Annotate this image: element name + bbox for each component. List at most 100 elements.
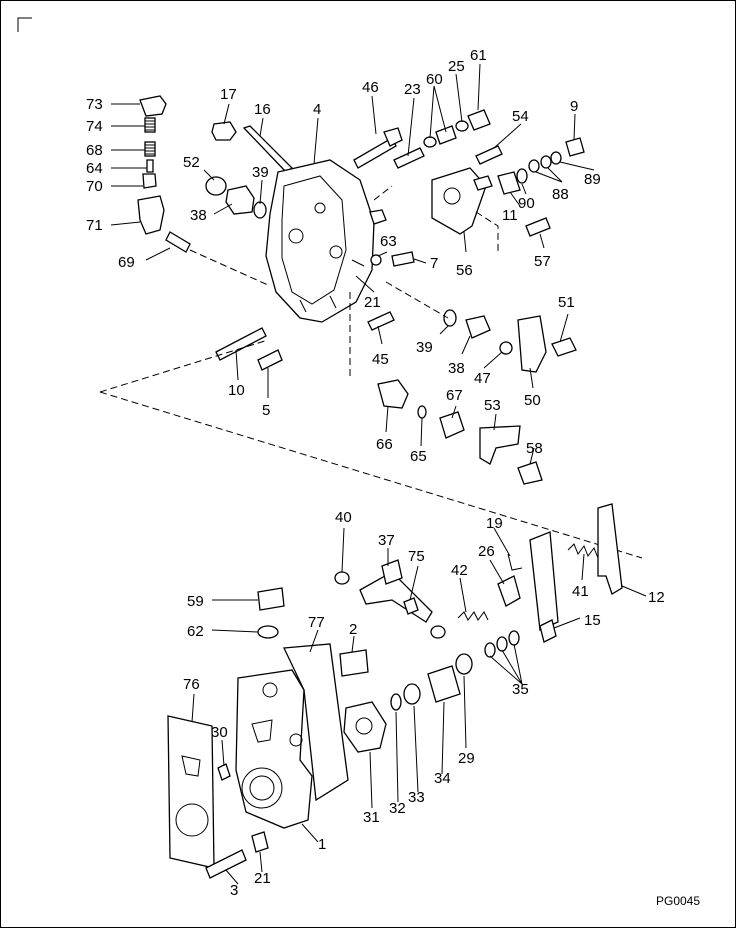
label-75: 75	[408, 548, 425, 565]
part-30-pin	[217, 763, 231, 781]
label-29: 29	[458, 750, 475, 767]
part-35-washer-2	[496, 636, 508, 652]
part-25-sleeve	[435, 125, 457, 145]
part-29-bearing	[455, 653, 473, 675]
guide-dash-2	[99, 391, 643, 559]
part-45-screw	[367, 311, 395, 331]
label-7: 7	[430, 255, 438, 272]
label-50: 50	[524, 392, 541, 409]
part-76-gasket-plate	[167, 715, 215, 869]
label-10: 10	[228, 382, 245, 399]
part-39-oring-2	[443, 309, 457, 327]
part-89-washer	[550, 151, 562, 165]
part-21-nut	[251, 831, 269, 853]
part-lever-plate	[529, 531, 559, 631]
label-32: 32	[389, 800, 406, 817]
leader-lines	[110, 63, 647, 885]
part-2-plate	[339, 649, 369, 677]
leader-56-dash	[475, 211, 499, 252]
part-63-washer	[370, 254, 382, 266]
part-65-oring	[417, 405, 427, 419]
part-41-spring	[567, 543, 605, 560]
label-63: 63	[380, 233, 397, 250]
part-4-housing	[265, 159, 375, 323]
label-17: 17	[220, 86, 237, 103]
label-51: 51	[558, 294, 575, 311]
part-64-screw	[146, 159, 154, 173]
label-54: 54	[512, 108, 529, 125]
part-35-washer-3	[508, 630, 520, 646]
part-33-washer	[403, 683, 421, 705]
part-57-screw	[525, 217, 551, 237]
part-77-gasket	[283, 643, 349, 802]
part-61-nut	[467, 109, 491, 131]
label-39-lower: 39	[416, 339, 433, 356]
diagram-code: PG0045	[656, 894, 700, 908]
label-69: 69	[118, 254, 135, 271]
part-54-screw	[475, 145, 503, 165]
part-50-bracket	[517, 315, 547, 373]
label-88: 88	[552, 186, 569, 203]
part-90-oring	[516, 168, 528, 184]
label-41: 41	[572, 583, 589, 600]
label-66: 66	[376, 436, 393, 453]
label-39: 39	[252, 164, 269, 181]
label-61: 61	[470, 47, 487, 64]
part-68-spring	[144, 141, 156, 157]
label-46: 46	[362, 79, 379, 96]
part-71-lever-block	[137, 195, 165, 235]
label-3: 3	[230, 882, 238, 899]
part-35-washer-1	[484, 642, 496, 658]
part-88-washer-2	[528, 159, 540, 173]
part-1-body	[235, 669, 313, 829]
label-58: 58	[526, 440, 543, 457]
part-66-plug	[377, 379, 409, 409]
label-37: 37	[378, 532, 395, 549]
label-71: 71	[86, 217, 103, 234]
part-23-stud	[393, 147, 425, 169]
part-74-spring	[144, 117, 156, 133]
label-89: 89	[584, 171, 601, 188]
part-60-washer-2	[455, 120, 469, 132]
part-51-bolt	[551, 337, 577, 357]
label-25: 25	[448, 58, 465, 75]
label-74: 74	[86, 118, 103, 135]
part-52-collar	[205, 176, 227, 196]
part-3-bolt	[205, 849, 247, 879]
label-53: 53	[484, 397, 501, 414]
part-38-plug-2	[465, 315, 491, 339]
label-77: 77	[308, 614, 325, 631]
label-68: 68	[86, 142, 103, 159]
guide-dash-4	[385, 281, 449, 319]
label-45: 45	[372, 351, 389, 368]
part-26-lever	[497, 575, 521, 607]
label-40: 40	[335, 509, 352, 526]
label-9: 9	[570, 98, 578, 115]
part-88-washer	[540, 155, 552, 169]
part-39-oring	[253, 201, 267, 219]
part-40-clip	[334, 571, 350, 585]
label-1: 1	[318, 836, 326, 853]
label-23: 23	[404, 81, 421, 98]
label-76: 76	[183, 676, 200, 693]
label-52: 52	[183, 154, 200, 171]
label-57: 57	[534, 253, 551, 270]
part-46-bolt-head	[383, 127, 403, 147]
label-65: 65	[410, 448, 427, 465]
label-59: 59	[187, 593, 204, 610]
label-56: 56	[456, 262, 473, 279]
part-58-bolt	[517, 461, 543, 485]
part-37-ring	[430, 625, 446, 639]
part-38-plug	[225, 185, 255, 215]
label-62: 62	[187, 623, 204, 640]
label-15: 15	[584, 612, 601, 629]
label-90: 90	[518, 195, 535, 212]
part-32-ring	[390, 693, 402, 711]
label-35: 35	[512, 681, 529, 698]
part-34-sleeve	[427, 665, 461, 703]
label-19: 19	[486, 515, 503, 532]
label-70: 70	[86, 178, 103, 195]
part-5-bolt	[257, 349, 283, 371]
label-21-lower: 21	[254, 870, 271, 887]
guide-dash-1	[99, 339, 269, 393]
